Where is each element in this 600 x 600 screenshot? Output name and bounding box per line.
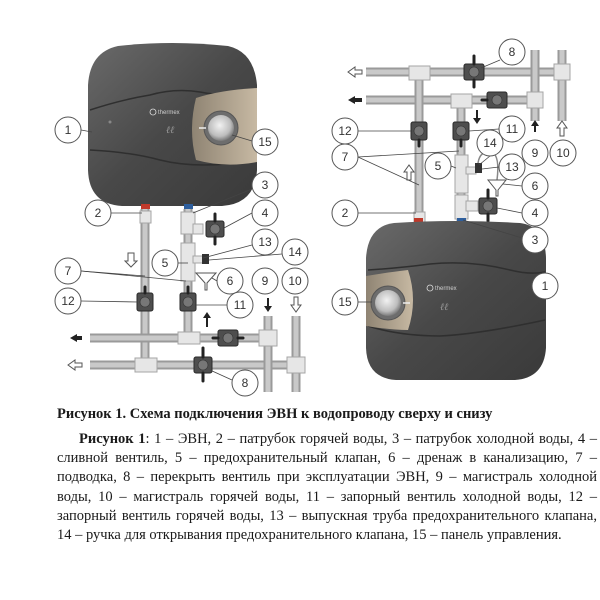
callout-12: 12: [54, 287, 82, 315]
callout-15: 15: [331, 288, 359, 316]
svg-text:6: 6: [532, 179, 539, 193]
svg-text:12: 12: [338, 124, 352, 138]
drain-funnel-6-left: [194, 272, 218, 291]
valve-cold-main-left: [211, 329, 245, 347]
callouts-right: 8 12 11 14 7 9 10 5 13 6 2 4 3 1 15: [331, 38, 577, 316]
brand-logo-text: thermex: [435, 286, 457, 292]
water-heater-left: thermex ℓℓ: [88, 43, 257, 209]
svg-text:4: 4: [532, 206, 539, 220]
svg-text:2: 2: [95, 206, 102, 220]
svg-text:8: 8: [509, 45, 516, 59]
callout-1: 1: [54, 116, 82, 144]
leader-lines-left: [80, 129, 283, 381]
callout-9: 9: [251, 267, 279, 295]
callout-10: 10: [549, 139, 577, 167]
svg-text:7: 7: [65, 264, 72, 278]
callout-4: 4: [251, 199, 279, 227]
svg-text:9: 9: [262, 274, 269, 288]
figure-caption: Рисунок 1. Схема подключения ЭВН к водоп…: [57, 406, 493, 422]
callout-6: 6: [521, 172, 549, 200]
callout-1: 1: [531, 272, 559, 300]
callout-12: 12: [331, 117, 359, 145]
svg-text:15: 15: [258, 135, 272, 149]
valve-12-hot-left: [136, 285, 154, 312]
svg-text:14: 14: [288, 245, 302, 259]
svg-text:5: 5: [435, 159, 442, 173]
callout-2: 2: [331, 199, 359, 227]
svg-text:ℓℓ: ℓℓ: [440, 302, 448, 313]
svg-text:ℓℓ: ℓℓ: [166, 125, 174, 136]
svg-text:8: 8: [242, 376, 249, 390]
valve-8-bypass-left: [193, 346, 213, 383]
leader-lines-right: [357, 59, 545, 303]
callout-5: 5: [424, 152, 452, 180]
callout-3: 3: [251, 171, 279, 199]
svg-text:10: 10: [288, 274, 302, 288]
svg-text:2: 2: [342, 206, 349, 220]
callout-9: 9: [521, 139, 549, 167]
description-text: : 1 – ЭВН, 2 – патрубок горячей воды, 3 …: [57, 431, 597, 544]
callout-6: 6: [216, 267, 244, 295]
callout-13: 13: [498, 153, 526, 181]
callout-15: 15: [251, 128, 279, 156]
valve-4-drain-right: [478, 188, 498, 223]
right-diagram: thermex ℓℓ: [331, 38, 577, 380]
valve-4-drain-left: [205, 212, 225, 246]
svg-text:1: 1: [65, 123, 72, 137]
callout-10: 10: [281, 267, 309, 295]
callout-14: 14: [281, 238, 309, 266]
valve-8-bypass-right: [463, 54, 485, 89]
svg-text:11: 11: [234, 298, 247, 312]
valve-11-cold-left: [179, 285, 197, 312]
description-lead: Рисунок 1: [79, 431, 146, 447]
thermex-logo-icon: [149, 108, 157, 116]
svg-text:4: 4: [262, 206, 269, 220]
drain-funnel-6-right: [486, 179, 508, 197]
callout-11: 11: [498, 115, 526, 143]
svg-text:6: 6: [227, 274, 234, 288]
flow-arrows-left: [67, 252, 302, 371]
callout-3: 3: [521, 226, 549, 254]
valve-12-hot-right: [410, 121, 428, 148]
svg-text:15: 15: [338, 295, 352, 309]
flow-arrows-right: [347, 66, 568, 181]
callout-14: 14: [476, 129, 504, 157]
callout-7: 7: [54, 257, 82, 285]
thermex-logo-icon: [426, 284, 434, 292]
svg-text:14: 14: [483, 136, 497, 150]
svg-text:12: 12: [61, 294, 75, 308]
valve-11-cold-right: [452, 121, 470, 148]
callout-11: 11: [226, 291, 254, 319]
callout-5: 5: [151, 249, 179, 277]
valve-cold-main-right: [480, 91, 508, 109]
svg-text:9: 9: [532, 146, 539, 160]
valve-14-safety-handle-left: [202, 254, 209, 264]
figure-description: Рисунок 1: 1 – ЭВН, 2 – патрубок горячей…: [57, 430, 597, 545]
brand-logo-text: thermex: [158, 110, 180, 116]
svg-text:3: 3: [532, 233, 539, 247]
svg-text:11: 11: [506, 122, 519, 136]
callout-4: 4: [521, 199, 549, 227]
svg-text:13: 13: [505, 160, 519, 174]
callout-8: 8: [498, 38, 526, 66]
water-heater-right: thermex ℓℓ: [366, 218, 546, 380]
svg-text:3: 3: [262, 178, 269, 192]
connection-diagram-figure: thermex ℓℓ: [54, 38, 577, 397]
callout-13: 13: [251, 228, 279, 256]
svg-text:1: 1: [542, 279, 549, 293]
svg-text:13: 13: [258, 235, 272, 249]
callouts-left: 1 15 3 2 4 13 14 5 6 7 9 10 12 11 8: [54, 116, 309, 397]
svg-text:10: 10: [556, 146, 570, 160]
callout-8: 8: [231, 369, 259, 397]
left-diagram: thermex ℓℓ: [54, 43, 309, 397]
svg-text:5: 5: [162, 256, 169, 270]
callout-7: 7: [331, 143, 359, 171]
callout-2: 2: [84, 199, 112, 227]
svg-text:7: 7: [342, 150, 349, 164]
